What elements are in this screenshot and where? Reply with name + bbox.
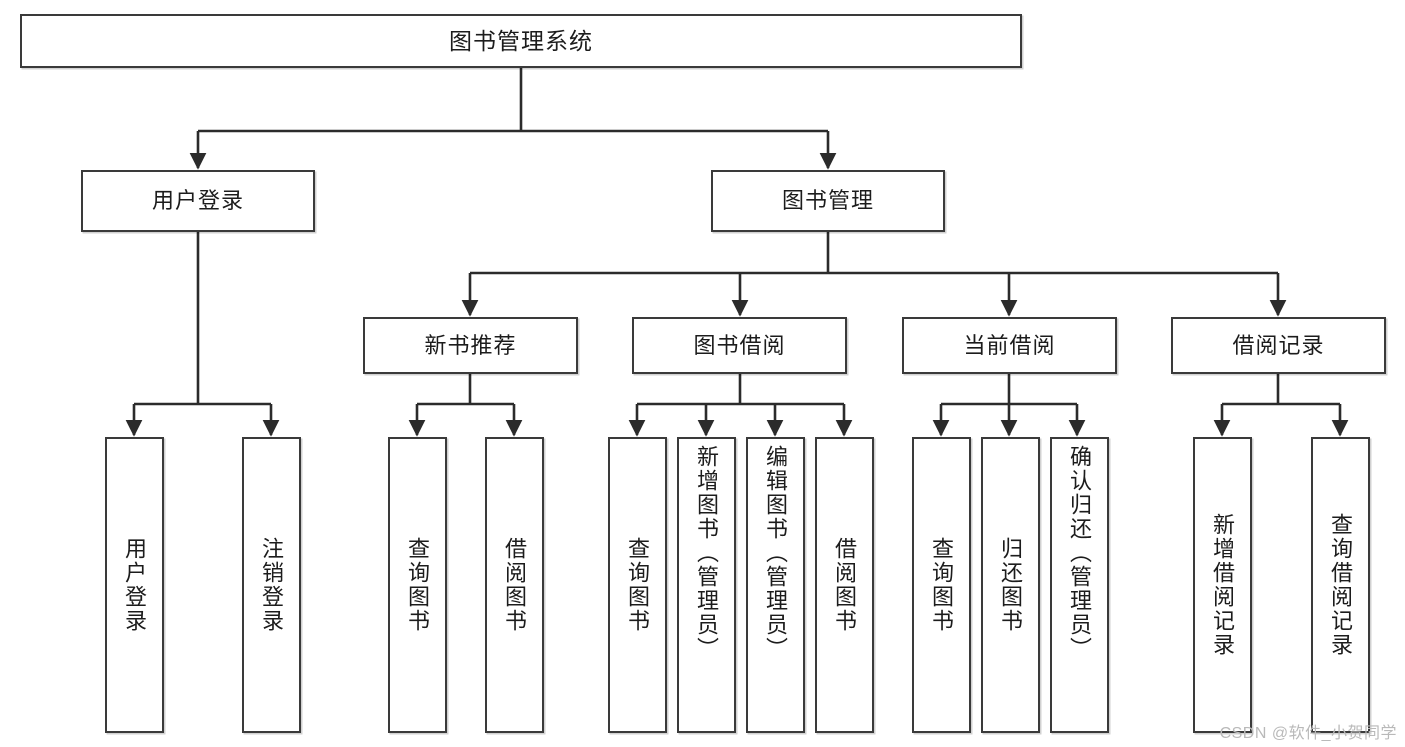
node-leaf-borrow-book-2-label: 借阅图书 (832, 537, 858, 633)
node-leaf-return-book-label: 归还图书 (998, 537, 1024, 633)
watermark-text: CSDN @软件_小贺同学 (1219, 725, 1397, 742)
node-leaf-query-book-3[interactable]: 查询图书 (912, 437, 971, 733)
node-leaf-logout[interactable]: 注销登录 (242, 437, 301, 733)
node-leaf-edit-book[interactable]: 编辑图书（管理员） (746, 437, 805, 733)
node-leaf-user-login[interactable]: 用户登录 (105, 437, 164, 733)
node-leaf-query-book-1-label: 查询图书 (405, 537, 431, 633)
node-book-manage-label: 图书管理 (781, 188, 874, 214)
node-root[interactable]: 图书管理系统 (20, 14, 1022, 68)
node-current-borrow-label: 当前借阅 (963, 332, 1056, 358)
node-leaf-add-book[interactable]: 新增图书（管理员） (677, 437, 736, 733)
node-leaf-add-record[interactable]: 新增借阅记录 (1193, 437, 1252, 733)
node-leaf-add-book-label: 新增图书（管理员） (694, 445, 720, 661)
node-root-label: 图书管理系统 (449, 27, 593, 54)
node-leaf-borrow-book-2[interactable]: 借阅图书 (815, 437, 874, 733)
node-leaf-add-record-label: 新增借阅记录 (1210, 513, 1236, 657)
node-book-manage[interactable]: 图书管理 (711, 170, 945, 232)
node-borrow-record-label: 借阅记录 (1232, 332, 1325, 358)
node-leaf-query-book-2[interactable]: 查询图书 (608, 437, 667, 733)
node-new-book-rec[interactable]: 新书推荐 (363, 317, 578, 374)
node-leaf-edit-book-label: 编辑图书（管理员） (763, 445, 789, 661)
node-user-login[interactable]: 用户登录 (81, 170, 315, 232)
node-leaf-confirm-return-label: 确认归还（管理员） (1067, 445, 1093, 661)
node-current-borrow[interactable]: 当前借阅 (902, 317, 1117, 374)
node-book-borrow[interactable]: 图书借阅 (632, 317, 847, 374)
node-leaf-confirm-return[interactable]: 确认归还（管理员） (1050, 437, 1109, 733)
node-leaf-query-book-1[interactable]: 查询图书 (388, 437, 447, 733)
node-new-book-rec-label: 新书推荐 (424, 332, 517, 358)
node-user-login-label: 用户登录 (151, 188, 244, 214)
node-borrow-record[interactable]: 借阅记录 (1171, 317, 1386, 374)
node-leaf-return-book[interactable]: 归还图书 (981, 437, 1040, 733)
node-leaf-user-login-label: 用户登录 (122, 537, 148, 633)
node-leaf-query-record-label: 查询借阅记录 (1328, 513, 1354, 657)
node-leaf-logout-label: 注销登录 (259, 537, 285, 633)
node-leaf-query-book-3-label: 查询图书 (929, 537, 955, 633)
node-leaf-query-record[interactable]: 查询借阅记录 (1311, 437, 1370, 733)
node-leaf-query-book-2-label: 查询图书 (625, 537, 651, 633)
node-book-borrow-label: 图书借阅 (693, 332, 786, 358)
node-leaf-borrow-book-1[interactable]: 借阅图书 (485, 437, 544, 733)
node-leaf-borrow-book-1-label: 借阅图书 (502, 537, 528, 633)
